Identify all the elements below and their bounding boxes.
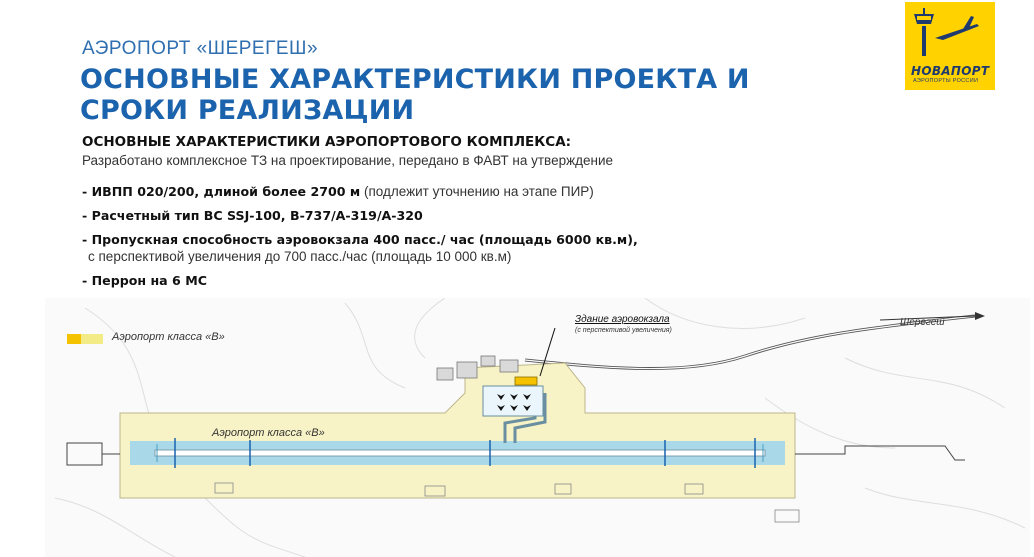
eyebrow-title: АЭРОПОРТ «ШЕРЕГЕШ» (82, 38, 319, 59)
bullet-item: - Пропускная способность аэровокзала 400… (82, 231, 802, 265)
section-heading: ОСНОВНЫЕ ХАРАКТЕРИСТИКИ АЭРОПОРТОВОГО КО… (82, 134, 572, 150)
bullet-continuation: с перспективой увеличения до 700 пасс./ч… (88, 249, 512, 264)
city-label: Шерегеш (900, 317, 945, 328)
bullet-list: - ИВПП 020/200, длиной более 2700 м (под… (82, 183, 802, 296)
terminal-label: Здание аэровокзала (575, 314, 670, 325)
bullet-bold: - Перрон на 6 МС (82, 273, 207, 288)
logo-subtitle: АЭРОПОРТЫ РОССИИ (913, 78, 979, 84)
bullet-bold: - ИВПП 020/200, длиной более 2700 м (82, 184, 361, 199)
bullet-item: - ИВПП 020/200, длиной более 2700 м (под… (82, 183, 802, 200)
bullet-note: (подлежит уточнению на этапе ПИР) (360, 184, 594, 199)
bullet-item: - Расчетный тип ВС SSJ-100, B-737/A-319/… (82, 207, 802, 224)
runway-zone-label: Аэропорт класса «В» (212, 427, 325, 439)
novaport-logo: НОВАПОРТ АЭРОПОРТЫ РОССИИ (905, 2, 995, 90)
bullet-item: - Перрон на 6 МС (82, 272, 802, 289)
airport-site-plan (45, 298, 1030, 557)
terminal-sublabel: (с перспективой увеличения) (575, 327, 672, 334)
apron (482, 385, 544, 417)
control-tower-plane-icon (914, 8, 979, 56)
runway (154, 449, 766, 457)
logo-brand: НОВАПОРТ (911, 64, 990, 78)
section-subheading: Разработано комплексное ТЗ на проектиров… (82, 153, 614, 168)
bullet-bold: - Пропускная способность аэровокзала 400… (82, 232, 638, 247)
legend-swatch (67, 334, 103, 344)
page-title: ОСНОВНЫЕ ХАРАКТЕРИСТИКИ ПРОЕКТА И СРОКИ … (80, 64, 750, 126)
terminal-building (514, 376, 538, 386)
legend-label: Аэропорт класса «В» (112, 331, 225, 343)
bullet-bold: - Расчетный тип ВС SSJ-100, B-737/A-319/… (82, 208, 423, 223)
